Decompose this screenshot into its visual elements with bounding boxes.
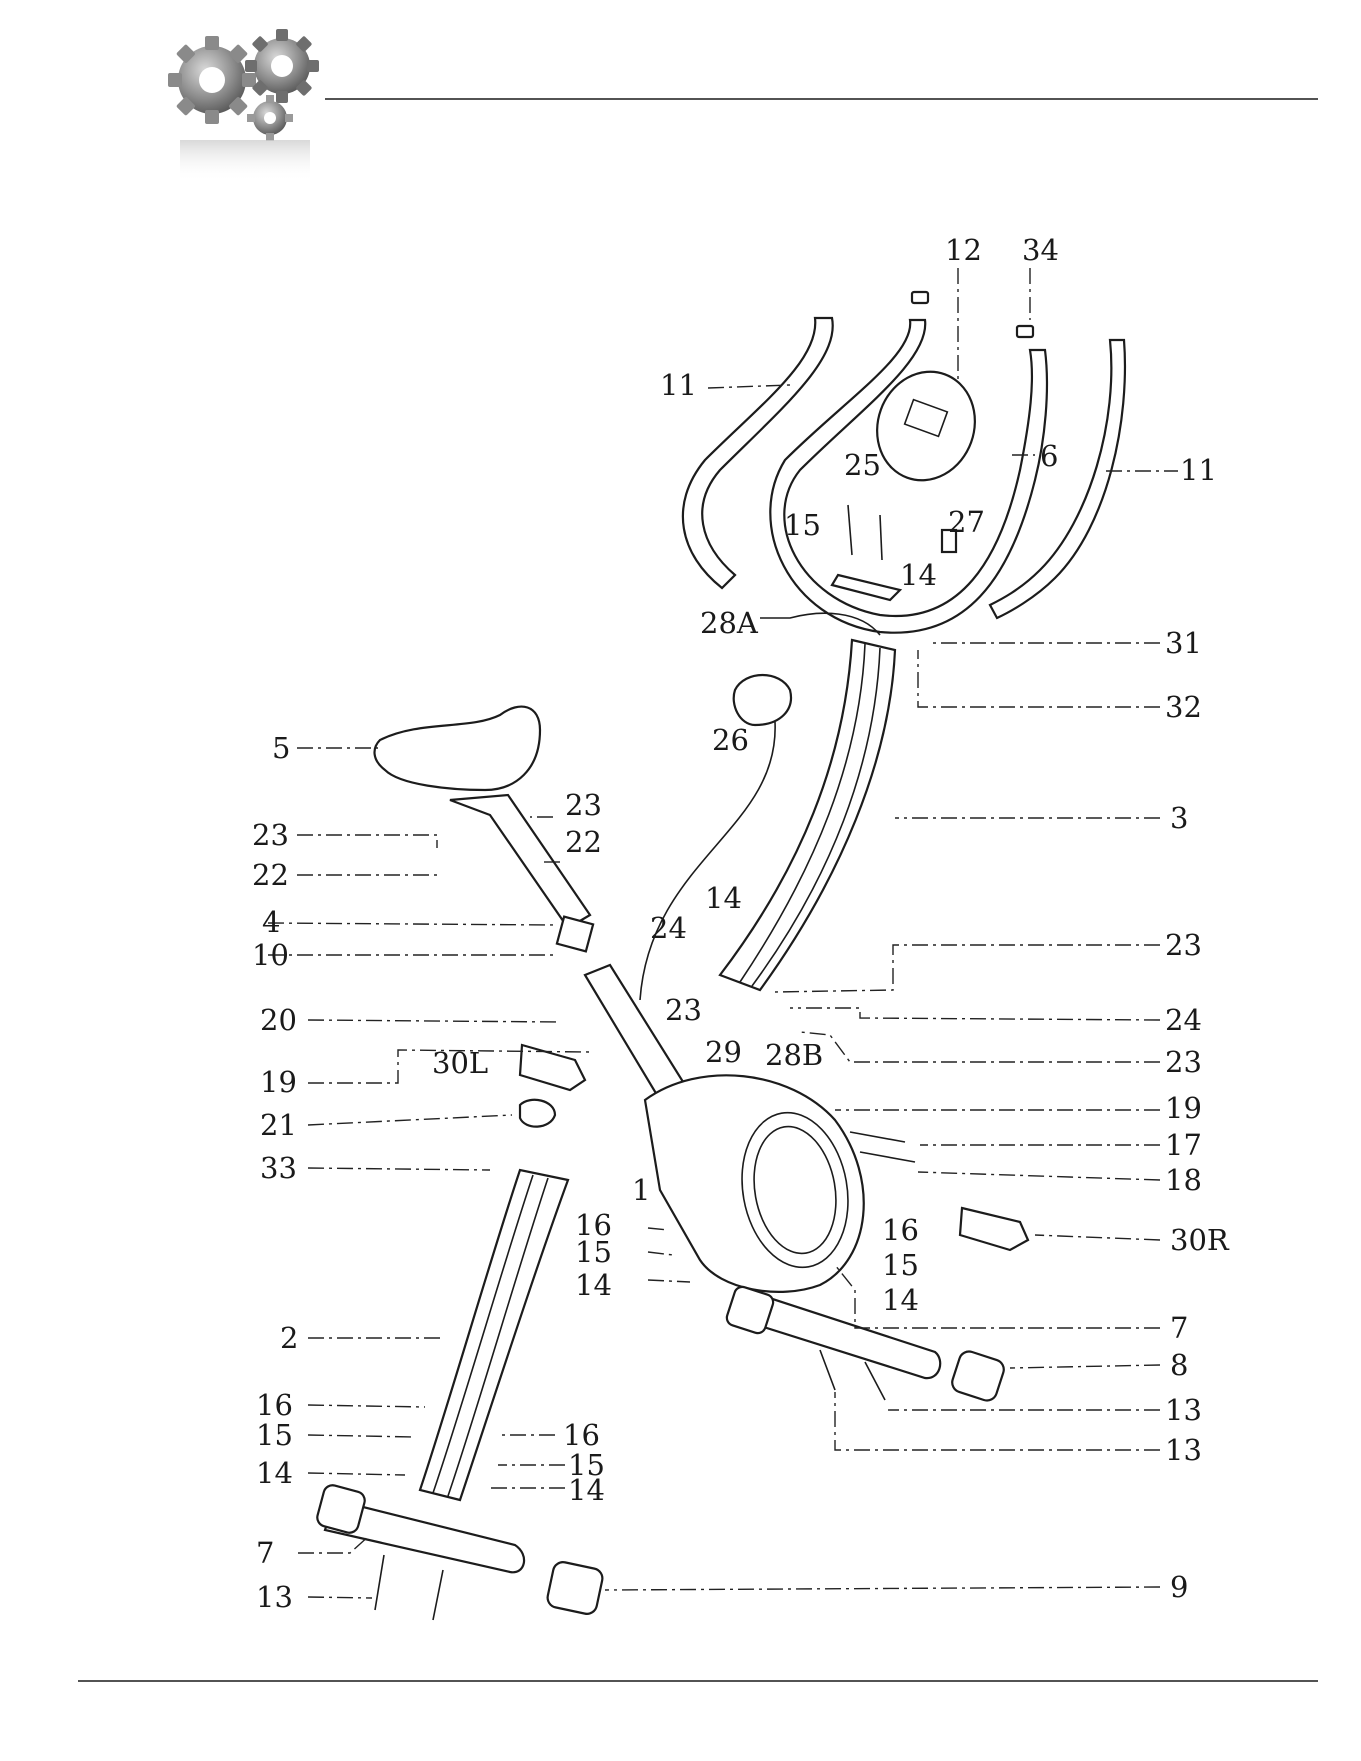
label-31: 31: [1165, 626, 1202, 660]
label-30L: 30L: [432, 1046, 488, 1080]
label-23-right-top: 23: [1165, 928, 1202, 962]
label-26: 26: [712, 723, 749, 757]
label-34: 34: [1022, 233, 1059, 267]
label-11-right: 11: [1180, 453, 1217, 487]
label-9: 9: [1170, 1570, 1188, 1604]
label-33: 33: [260, 1151, 297, 1185]
label-16-low-left: 16: [256, 1388, 293, 1422]
label-14-mid-right: 14: [882, 1283, 919, 1317]
label-20: 20: [260, 1003, 297, 1037]
label-10: 10: [252, 938, 289, 972]
label-16-low-right: 16: [563, 1418, 600, 1452]
label-19-right: 19: [1165, 1091, 1202, 1125]
label-11-left: 11: [660, 368, 697, 402]
label-1: 1: [632, 1173, 650, 1207]
label-7-right: 7: [1170, 1311, 1188, 1345]
pedal-right: [960, 1208, 1028, 1250]
label-14-low-right: 14: [568, 1473, 605, 1507]
label-25: 25: [844, 448, 881, 482]
label-14-top: 14: [900, 558, 937, 592]
label-5: 5: [272, 731, 290, 765]
label-2: 2: [280, 1321, 298, 1355]
label-6: 6: [1040, 439, 1058, 473]
label-14-low-left: 14: [256, 1456, 293, 1490]
label-7-left: 7: [256, 1536, 274, 1570]
label-32: 32: [1165, 690, 1202, 724]
label-15-top: 15: [784, 508, 821, 542]
label-13-right-top: 13: [1165, 1393, 1202, 1427]
front-frame: [420, 1170, 568, 1500]
tension-knob: [734, 675, 791, 725]
label-8: 8: [1170, 1348, 1188, 1382]
handlebar-grip-right: [990, 340, 1125, 618]
label-24-mid: 24: [650, 911, 687, 945]
seat: [375, 707, 540, 790]
label-28A: 28A: [700, 606, 759, 640]
label-16-mid-right: 16: [882, 1213, 919, 1247]
label-22-seat-right: 22: [565, 825, 602, 859]
label-18: 18: [1165, 1163, 1202, 1197]
label-21: 21: [260, 1108, 297, 1142]
gears-icon: [168, 29, 319, 182]
label-28B: 28B: [765, 1038, 823, 1072]
label-23-mid: 23: [665, 993, 702, 1027]
label-13-left: 13: [256, 1580, 293, 1614]
label-3: 3: [1170, 801, 1188, 835]
label-27: 27: [948, 505, 985, 539]
label-15-mid-left: 15: [575, 1235, 612, 1269]
label-4: 4: [262, 905, 280, 939]
label-30R: 30R: [1170, 1223, 1230, 1257]
label-13-right-bottom: 13: [1165, 1433, 1202, 1467]
label-22-seat-left: 22: [252, 858, 289, 892]
label-14-mid-left: 14: [575, 1268, 612, 1302]
label-14-mid: 14: [705, 881, 742, 915]
label-23-right-bottom: 23: [1165, 1045, 1202, 1079]
label-23-seat-left: 23: [252, 818, 289, 852]
part-shapes: [315, 292, 1125, 1620]
label-15-low-left: 15: [256, 1418, 293, 1452]
label-17: 17: [1165, 1128, 1202, 1162]
label-24-right: 24: [1165, 1003, 1202, 1037]
label-23-seat-right: 23: [565, 788, 602, 822]
label-12: 12: [945, 233, 982, 267]
label-19-left: 19: [260, 1065, 297, 1099]
label-29: 29: [705, 1035, 742, 1069]
seat-tube: [585, 965, 685, 1100]
label-15-mid-right: 15: [882, 1248, 919, 1282]
